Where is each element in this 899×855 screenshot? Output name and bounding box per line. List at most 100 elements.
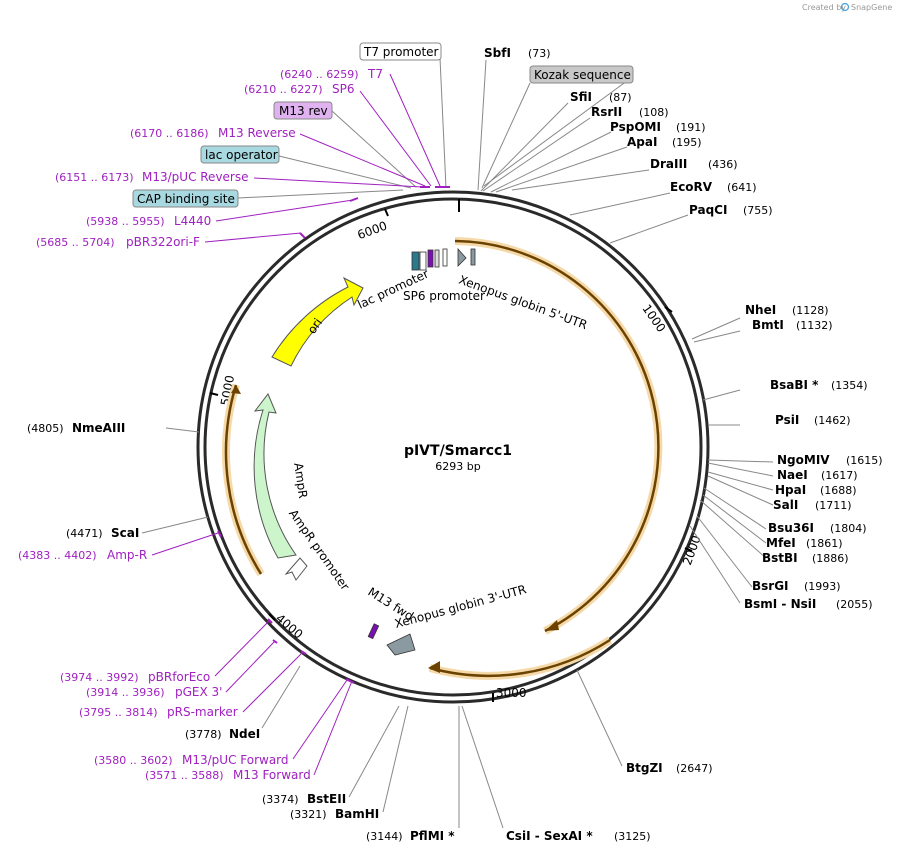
enzyme-scai: ScaI xyxy=(111,526,139,540)
ampr-region-arrowhead xyxy=(231,385,241,394)
primer-prs: pRS-marker xyxy=(167,705,238,719)
kozak-label: Kozak sequence xyxy=(534,68,631,82)
enzyme-bmti: BmtI xyxy=(752,318,784,332)
kozak-box xyxy=(529,65,634,84)
credit-brand: SnapGene xyxy=(851,3,892,12)
enzyme-sfii: SfiI xyxy=(570,90,592,104)
cap-binding-box xyxy=(132,189,239,208)
primer-pbr322ori: pBR322ori-F xyxy=(126,235,200,249)
primer-l4440-pos: (5938 .. 5955) xyxy=(86,215,165,228)
enzyme-hpai: HpaI xyxy=(775,483,806,497)
enzyme-draiii-pos: (436) xyxy=(708,158,738,171)
primer-t7-pos: (6240 .. 6259) xyxy=(280,68,359,81)
enzyme-ndei: NdeI xyxy=(229,727,260,741)
primer-m13rev: M13 Reverse xyxy=(218,126,296,140)
enzyme-sbfi: SbfI xyxy=(484,46,511,60)
enzyme-sali-pos: (1711) xyxy=(815,499,852,512)
enzyme-bsrgi-pos: (1993) xyxy=(804,580,841,593)
enzyme-mfei-pos: (1861) xyxy=(806,537,843,550)
enzyme-csii: CsiI - SexAI * xyxy=(506,829,593,843)
primer-ampr-pos: (4383 .. 4402) xyxy=(18,549,97,562)
xenopus3-label: Xenopus globin 3'-UTR xyxy=(393,582,528,631)
lac-operator-box xyxy=(200,145,280,164)
ampr-arrow xyxy=(253,393,297,559)
lac-operator-label: lac operator xyxy=(205,148,278,162)
enzyme-scai-pos: (4471) xyxy=(66,527,103,540)
enzyme-bsrgi: BsrGI xyxy=(752,579,789,593)
m13rev-label: M13 rev xyxy=(279,104,328,118)
primer-pbrforeco: pBRforEco xyxy=(148,670,210,684)
enzyme-leaders xyxy=(141,57,774,829)
ampr-region-arc xyxy=(224,384,263,575)
primer-marks xyxy=(217,186,450,684)
enzyme-bsteii-pos: (3374) xyxy=(262,793,299,806)
primer-l4440: L4440 xyxy=(174,214,211,228)
primer-m13fwd-pos: (3571 .. 3588) xyxy=(145,769,224,782)
xenopus3-arc-arrowhead xyxy=(428,661,440,673)
enzyme-draiii: DraIII xyxy=(650,157,687,171)
enzyme-naei-pos: (1617) xyxy=(821,469,858,482)
enzyme-paqci-pos: (755) xyxy=(743,204,773,217)
orf-arc-halo xyxy=(454,237,663,635)
promoter-cluster xyxy=(411,247,476,271)
enzyme-bsabi: BsaBI * xyxy=(770,378,819,392)
enzyme-psii-pos: (1462) xyxy=(814,414,851,427)
primer-m13puc-rev: M13/pUC Reverse xyxy=(142,170,249,184)
enzyme-nhei-pos: (1128) xyxy=(792,304,829,317)
enzyme-pspomi-pos: (191) xyxy=(676,121,706,134)
xenopus3-marker xyxy=(386,633,416,656)
enzyme-pflmi: PflMI * xyxy=(410,829,455,843)
enzyme-apai-pos: (195) xyxy=(672,136,702,149)
enzyme-nhei: NheI xyxy=(745,303,776,317)
tick-marks xyxy=(209,208,693,702)
enzyme-pflmi-pos: (3144) xyxy=(366,830,403,843)
snapgene-logo xyxy=(840,2,850,12)
plasmid-name: pIVT/Smarcc1 xyxy=(404,443,512,459)
xenopus3-arc xyxy=(429,638,611,678)
ampr-promoter-arrow xyxy=(284,557,308,581)
primer-m13puc-rev-pos: (6151 .. 6173) xyxy=(55,171,134,184)
enzyme-btgzi-pos: (2647) xyxy=(676,762,713,775)
primer-m13puc-fwd-pos: (3580 .. 3602) xyxy=(94,754,173,767)
enzyme-naei: NaeI xyxy=(777,468,808,482)
primer-sp6-pos: (6210 .. 6227) xyxy=(244,83,323,96)
plasmid-size: 6293 bp xyxy=(435,460,480,473)
tick-label-6000: 6000 xyxy=(355,219,388,243)
primer-m13puc-fwd: M13/pUC Forward xyxy=(182,753,289,767)
ampr-label: AmpR xyxy=(291,462,310,499)
tick-label-4000: 4000 xyxy=(273,611,305,641)
orf-arc xyxy=(454,239,660,633)
enzyme-bsabi-pos: (1354) xyxy=(831,379,868,392)
primer-pgex3-pos: (3914 .. 3936) xyxy=(86,686,165,699)
enzyme-sali: SalI xyxy=(773,498,798,512)
primer-pgex3: pGEX 3' xyxy=(175,685,222,699)
enzyme-ecorv-pos: (641) xyxy=(727,181,757,194)
backbone-outer xyxy=(196,190,710,704)
xenopus3-arc-halo xyxy=(428,636,613,680)
t7-promoter-box xyxy=(359,42,442,61)
t7-promoter-label: T7 promoter xyxy=(363,45,439,59)
cap-binding-label: CAP binding site xyxy=(137,192,235,206)
orf-arc-arrowhead xyxy=(545,620,559,631)
primer-sp6: SP6 xyxy=(332,82,355,96)
enzyme-nmeaiii-pos: (4805) xyxy=(27,422,64,435)
primer-m13fwd: M13 Forward xyxy=(233,768,311,782)
enzyme-bsu36i: Bsu36I xyxy=(768,521,814,535)
enzyme-bamhi-pos: (3321) xyxy=(290,808,327,821)
enzyme-bsmi-pos: (2055) xyxy=(836,598,873,611)
enzyme-mfei: MfeI xyxy=(766,536,796,550)
m13rev-box xyxy=(273,101,333,120)
primer-t7: T7 xyxy=(367,67,383,81)
enzyme-bmti-pos: (1132) xyxy=(796,319,833,332)
primer-pbr322ori-pos: (5685 .. 5704) xyxy=(36,236,115,249)
enzyme-nmeaiii: NmeAIII xyxy=(72,421,125,435)
primer-prs-pos: (3795 .. 3814) xyxy=(79,706,158,719)
enzyme-rsrii: RsrII xyxy=(591,105,622,119)
ori-arrow xyxy=(271,276,364,367)
tick-label-3000: 3000 xyxy=(496,686,527,700)
enzyme-ecorv: EcoRV xyxy=(670,180,713,194)
primer-leaders xyxy=(151,73,441,776)
primer-pbrforeco-pos: (3974 .. 3992) xyxy=(60,671,139,684)
enzyme-apai: ApaI xyxy=(627,135,657,149)
